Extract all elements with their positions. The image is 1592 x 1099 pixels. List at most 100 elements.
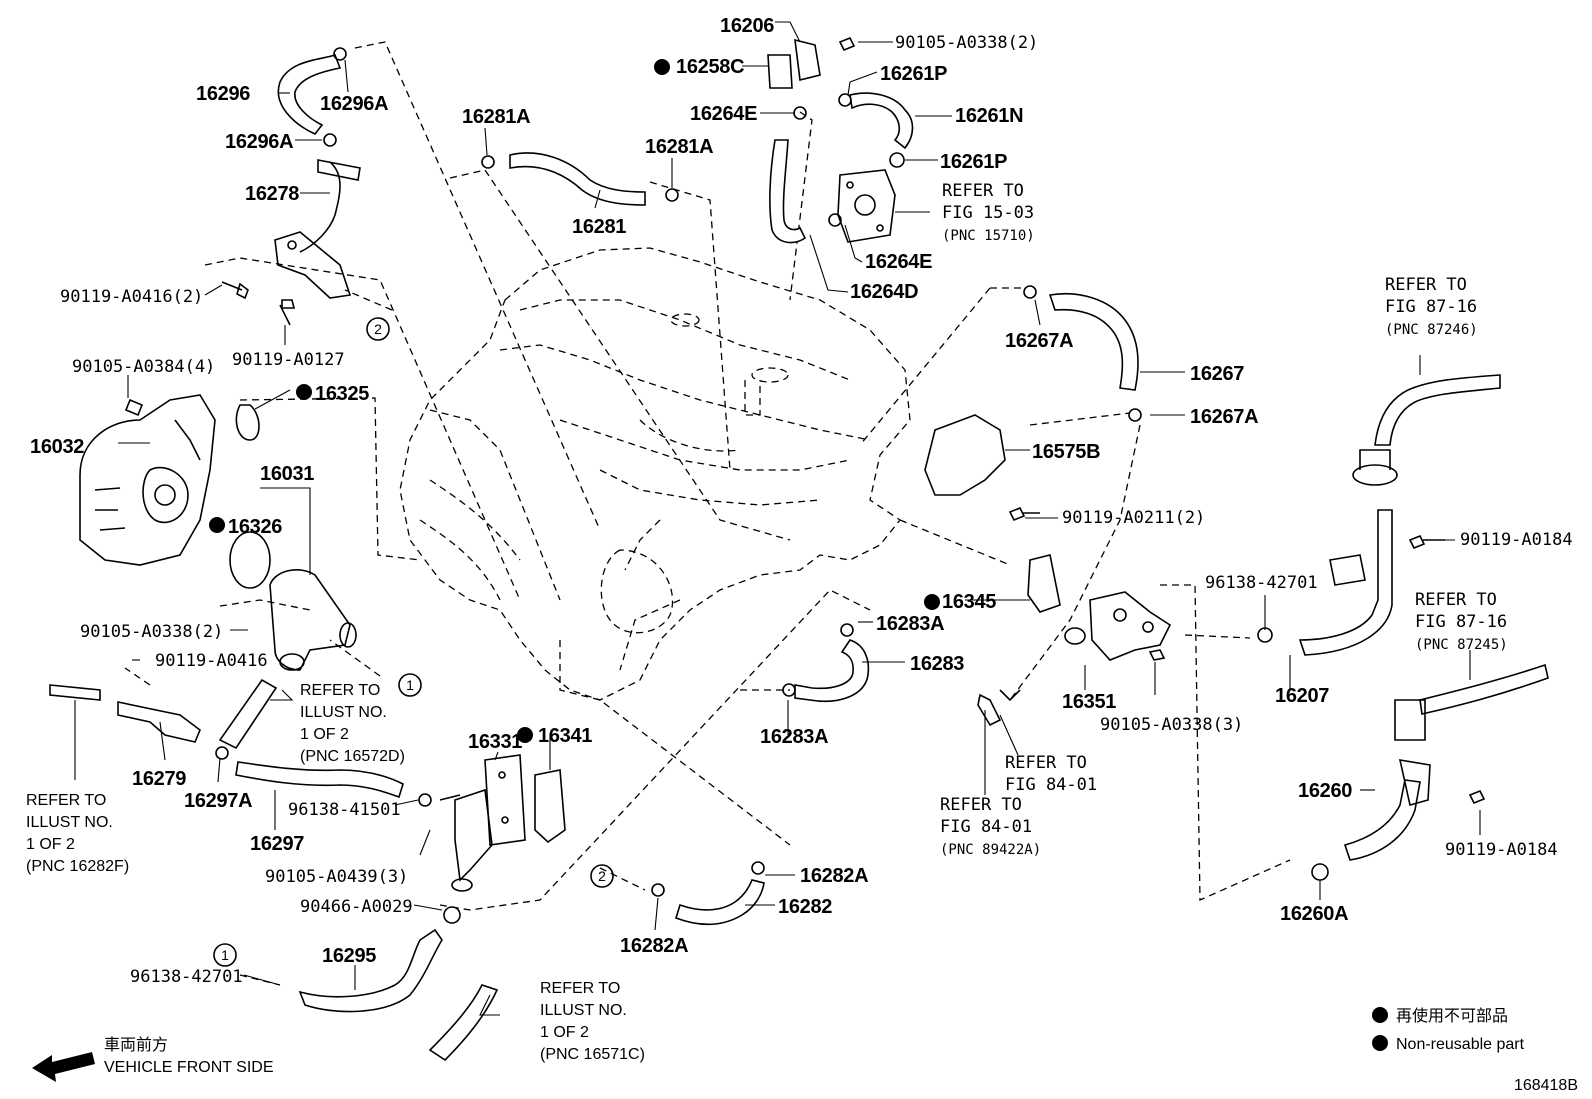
label-16325: 16325 [315, 383, 369, 405]
label-90105-A0338-3: 90105-A0338(3) [1100, 715, 1243, 735]
refer-fig84-01-b-line1: REFER TO [940, 795, 1022, 815]
water-pump-16032 [79, 394, 216, 566]
refer-16571C-line4: (PNC 16571C) [540, 1046, 645, 1063]
refer-16572D-line4: (PNC 16572D) [300, 748, 405, 765]
figure-id: 168418B [1514, 1077, 1578, 1094]
refer-fig87-16-b-line1: REFER TO [1415, 590, 1497, 610]
label-90119-A0184-b: 90119-A0184 [1445, 840, 1558, 860]
hose-16281 [509, 152, 646, 206]
refer-16571C-line3: 1 OF 2 [540, 1024, 589, 1041]
label-16261P-b: 16261P [940, 151, 1007, 173]
refer-16282F-line3: 1 OF 2 [26, 836, 75, 853]
refer-16282F-line1: REFER TO [26, 792, 106, 809]
label-16260A: 16260A [1280, 903, 1348, 925]
label-16261P-a: 16261P [880, 63, 947, 85]
label-16575B: 16575B [1032, 441, 1100, 463]
label-90105-A0338-2-top: 90105-A0338(2) [895, 33, 1038, 53]
refer-fig84-01-b-line3: (PNC 89422A) [940, 842, 1041, 858]
label-16345: 16345 [942, 591, 996, 613]
dashed-leaders [124, 41, 1291, 986]
label-96138-42701-a: 96138-42701 [130, 967, 243, 987]
sensor-89422A [977, 693, 1002, 727]
label-16296: 16296 [196, 83, 250, 105]
refer-fig84-01-b-line2: FIG 84-01 [940, 817, 1032, 837]
hose-16261N [849, 92, 914, 150]
legend-en: Non-reusable part [1396, 1036, 1525, 1053]
gasket-16258C [767, 54, 793, 89]
refer-fig87-16-b-line3: (PNC 87245) [1415, 637, 1508, 653]
label-16032: 16032 [30, 436, 84, 458]
refer-fig15-03-line3: (PNC 15710) [942, 228, 1035, 244]
circle-mark-1-mid: 1 [406, 677, 414, 693]
label-16326: 16326 [228, 516, 282, 538]
circle-mark-1-bottom: 1 [221, 947, 229, 963]
label-90466-A0029: 90466-A0029 [300, 897, 413, 917]
refer-16282F-line4: (PNC 16282F) [26, 858, 129, 875]
gasket-16345 [1027, 554, 1061, 613]
refer-notes: REFER TO FIG 15-03 (PNC 15710) REFER TO … [26, 181, 1508, 1063]
label-90105-A0439-3: 90105-A0439(3) [265, 867, 408, 887]
label-90105-A0384-4: 90105-A0384(4) [72, 357, 215, 377]
housing-16331 [439, 754, 526, 892]
label-16264E-a: 16264E [690, 103, 757, 125]
label-16264E-b: 16264E [865, 251, 932, 273]
water-inlet-16031 [269, 569, 357, 671]
connector-16279 [117, 701, 201, 743]
label-90119-A0127: 90119-A0127 [232, 350, 345, 370]
hose-16297 [235, 761, 404, 799]
vehicle-front-indicator: 車両前方 VEHICLE FRONT SIDE [32, 1036, 274, 1082]
label-16279: 16279 [132, 768, 186, 790]
label-16341: 16341 [538, 725, 592, 747]
hose-87245 [1419, 663, 1549, 715]
gasket-16341 [534, 769, 566, 844]
label-16207: 16207 [1275, 685, 1329, 707]
label-90119-A0416-2: 90119-A0416(2) [60, 287, 203, 307]
refer-16572D-line3: 1 OF 2 [300, 726, 349, 743]
label-16261N: 16261N [955, 105, 1023, 127]
refer-fig15-03-line2: FIG 15-03 [942, 203, 1034, 223]
circle-mark-2-top: 2 [374, 321, 382, 337]
refer-16571C-line2: ILLUST NO. [540, 1002, 627, 1019]
hose-16207 [1298, 509, 1393, 656]
label-16264D: 16264D [850, 281, 918, 303]
label-16283: 16283 [910, 653, 964, 675]
non-reusable-dots [209, 59, 1388, 1051]
pipe-16264D [769, 139, 807, 244]
label-16278: 16278 [245, 183, 299, 205]
label-16267A-a: 16267A [1005, 330, 1073, 352]
label-90119-A0211-2: 90119-A0211(2) [1062, 508, 1205, 528]
label-16281: 16281 [572, 216, 626, 238]
hose-16267 [1048, 292, 1139, 391]
circle-callouts: 2 1 1 2 [213, 317, 614, 967]
label-16281A-b: 16281A [645, 136, 713, 158]
leader-lines [74, 21, 1481, 1016]
hose-16282F [49, 684, 101, 701]
engine-block [399, 247, 911, 701]
label-16296A-b: 16296A [225, 131, 293, 153]
o-ring-16326 [229, 531, 271, 589]
outlet-16351 [1064, 591, 1172, 661]
label-16258C: 16258C [676, 56, 744, 78]
legend-jp: 再使用不可部品 [1396, 1007, 1508, 1025]
circle-mark-2-bottom: 2 [598, 868, 606, 884]
part-labels: 16206 90105-A0338(2) 16258C 16261P 16264… [30, 15, 1573, 987]
label-16267: 16267 [1190, 363, 1244, 385]
refer-fig15-03-line1: REFER TO [942, 181, 1024, 201]
refer-fig87-16-b-line2: FIG 87-16 [1415, 612, 1507, 632]
refer-16571C-line1: REFER TO [540, 980, 620, 997]
label-16297A: 16297A [184, 790, 252, 812]
refer-16572D-line2: ILLUST NO. [300, 704, 387, 721]
label-90105-A0338-2-left: 90105-A0338(2) [80, 622, 223, 642]
label-16351: 16351 [1062, 691, 1116, 713]
gasket-16325 [235, 404, 260, 441]
label-16031: 16031 [260, 463, 314, 485]
label-96138-41501: 96138-41501 [288, 800, 401, 820]
hose-16295 [298, 928, 443, 1013]
hose-16283 [794, 639, 870, 702]
direction-en: VEHICLE FRONT SIDE [104, 1059, 274, 1076]
direction-jp: 車両前方 [104, 1036, 168, 1054]
refer-fig87-16-a-line2: FIG 87-16 [1385, 297, 1477, 317]
hose-16572D [218, 678, 278, 750]
